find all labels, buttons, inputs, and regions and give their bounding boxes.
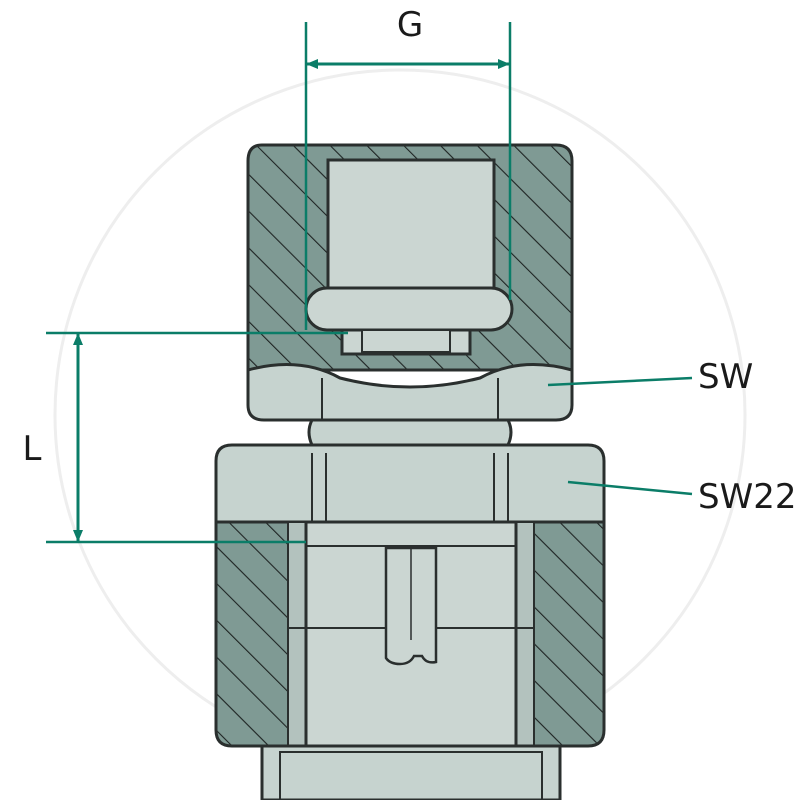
bottom-collar [260, 744, 562, 800]
upper-nut-hex-face [246, 363, 574, 422]
upper-bore [326, 158, 496, 292]
dimension-g: G [304, 5, 512, 330]
sw22-label: SW22 [698, 477, 796, 517]
sw-leader [547, 376, 693, 387]
l-label: L [23, 429, 42, 469]
sw-label: SW [698, 357, 753, 397]
callout-sw22: SW22 [567, 477, 796, 517]
g-label: G [397, 5, 423, 45]
sw22-leader [567, 480, 693, 496]
upper-nut [246, 143, 574, 422]
dimension-l: L [23, 331, 348, 544]
bottom-collar-inner [279, 751, 543, 800]
lower-nut-hex-face [214, 443, 606, 524]
callout-sw: SW [547, 357, 753, 397]
upper-groove [304, 286, 514, 332]
connecting-neck [307, 418, 513, 447]
upper-step-inner [361, 329, 451, 353]
lower-nut [214, 443, 606, 752]
